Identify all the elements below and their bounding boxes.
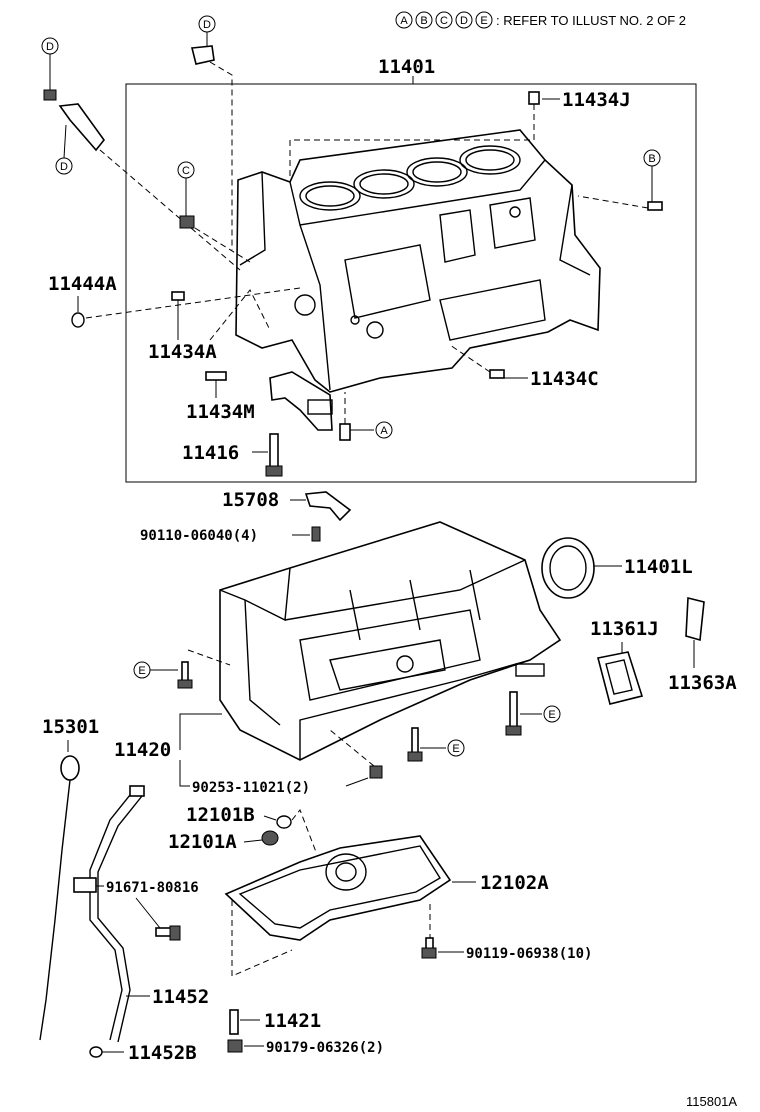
label-11421: 11421 [264, 1010, 321, 1032]
label-11434c: 11434C [530, 368, 599, 390]
oil-jet-15708 [304, 491, 352, 522]
callout-d-top: D [203, 19, 211, 31]
legend-text: : REFER TO ILLUST NO. 2 OF 2 [496, 13, 686, 28]
callout-c: C [182, 165, 190, 177]
label-11420: 11420 [114, 739, 171, 761]
illustration-id: 115801A [686, 1094, 737, 1109]
callout-e-left: E [138, 665, 145, 677]
bolt-90110 [311, 526, 321, 542]
bolt-e-right [505, 691, 522, 736]
label-15708: 15708 [222, 489, 279, 511]
label-11363a: 11363A [668, 672, 737, 694]
gasket-12101b [276, 815, 292, 829]
pin-11434j [528, 91, 540, 105]
o-ring-11444a [71, 312, 85, 328]
pin-11434c [489, 369, 505, 379]
dipstick-15301 [39, 755, 80, 1041]
bolt-90119 [421, 937, 437, 959]
pin-b [647, 201, 663, 211]
legend-letter-a: A [400, 15, 408, 27]
bolt-91671 [155, 925, 181, 941]
label-91671: 91671-80816 [106, 880, 199, 896]
label-12101a: 12101A [168, 831, 237, 853]
label-11444a: 11444A [48, 273, 117, 295]
label-11452: 11452 [152, 986, 209, 1008]
label-11434a: 11434A [148, 341, 217, 363]
nut-90179 [227, 1039, 243, 1053]
label-11361j: 11361J [590, 618, 659, 640]
stud-11421 [229, 1009, 239, 1035]
pin-11434a [171, 291, 185, 301]
pin-a [339, 423, 351, 441]
guide-tube-11452 [73, 785, 145, 1043]
callout-e-mid: E [452, 743, 459, 755]
bolt-11416 [265, 433, 283, 477]
gasket-11361j [597, 651, 644, 705]
oil-seal-11401l [541, 537, 595, 599]
callout-b: B [648, 153, 655, 165]
label-11416: 11416 [182, 442, 239, 464]
label-90179: 90179-06326(2) [266, 1040, 384, 1056]
o-ring-11452b [89, 1046, 103, 1058]
cylinder-block [235, 129, 601, 393]
callout-d-lower: D [60, 161, 68, 173]
legend-letter-c: C [440, 15, 448, 27]
label-90119: 90119-06938(10) [466, 946, 592, 962]
plug-c [179, 215, 195, 229]
drain-plug-12101a [261, 830, 279, 846]
pin-11434m [205, 371, 227, 381]
legend-letter-d: D [460, 15, 468, 27]
label-11434j: 11434J [562, 89, 631, 111]
label-11401l: 11401L [624, 556, 693, 578]
label-12101b: 12101B [186, 804, 255, 826]
label-90253: 90253-11021(2) [192, 780, 310, 796]
sensor-top [190, 45, 215, 65]
label-15301: 15301 [42, 716, 99, 738]
bolt-e-left [177, 661, 193, 689]
bolt-e-mid [407, 727, 423, 762]
callout-a: A [380, 425, 388, 437]
crankcase-11420 [219, 521, 562, 761]
cylinder-block-frame [125, 83, 697, 483]
plate-11363a [685, 596, 705, 642]
label-11434m: 11434M [186, 401, 255, 423]
label-12102a: 12102A [480, 872, 549, 894]
callout-d-left: D [46, 41, 54, 53]
label-11401: 11401 [378, 56, 435, 78]
reference-legend: A B C D E : REFER TO ILLUST NO. 2 OF 2 [395, 11, 686, 29]
label-90110: 90110-06040(4) [140, 528, 258, 544]
bearing-cap [269, 371, 333, 431]
pin-90253 [369, 765, 383, 779]
oil-pressure-sensor [58, 103, 106, 152]
callout-e-right: E [548, 709, 555, 721]
label-11452b: 11452B [128, 1042, 197, 1064]
oil-pan-12102a [224, 835, 452, 941]
legend-letter-e: E [480, 15, 487, 27]
legend-letter-b: B [420, 15, 427, 27]
